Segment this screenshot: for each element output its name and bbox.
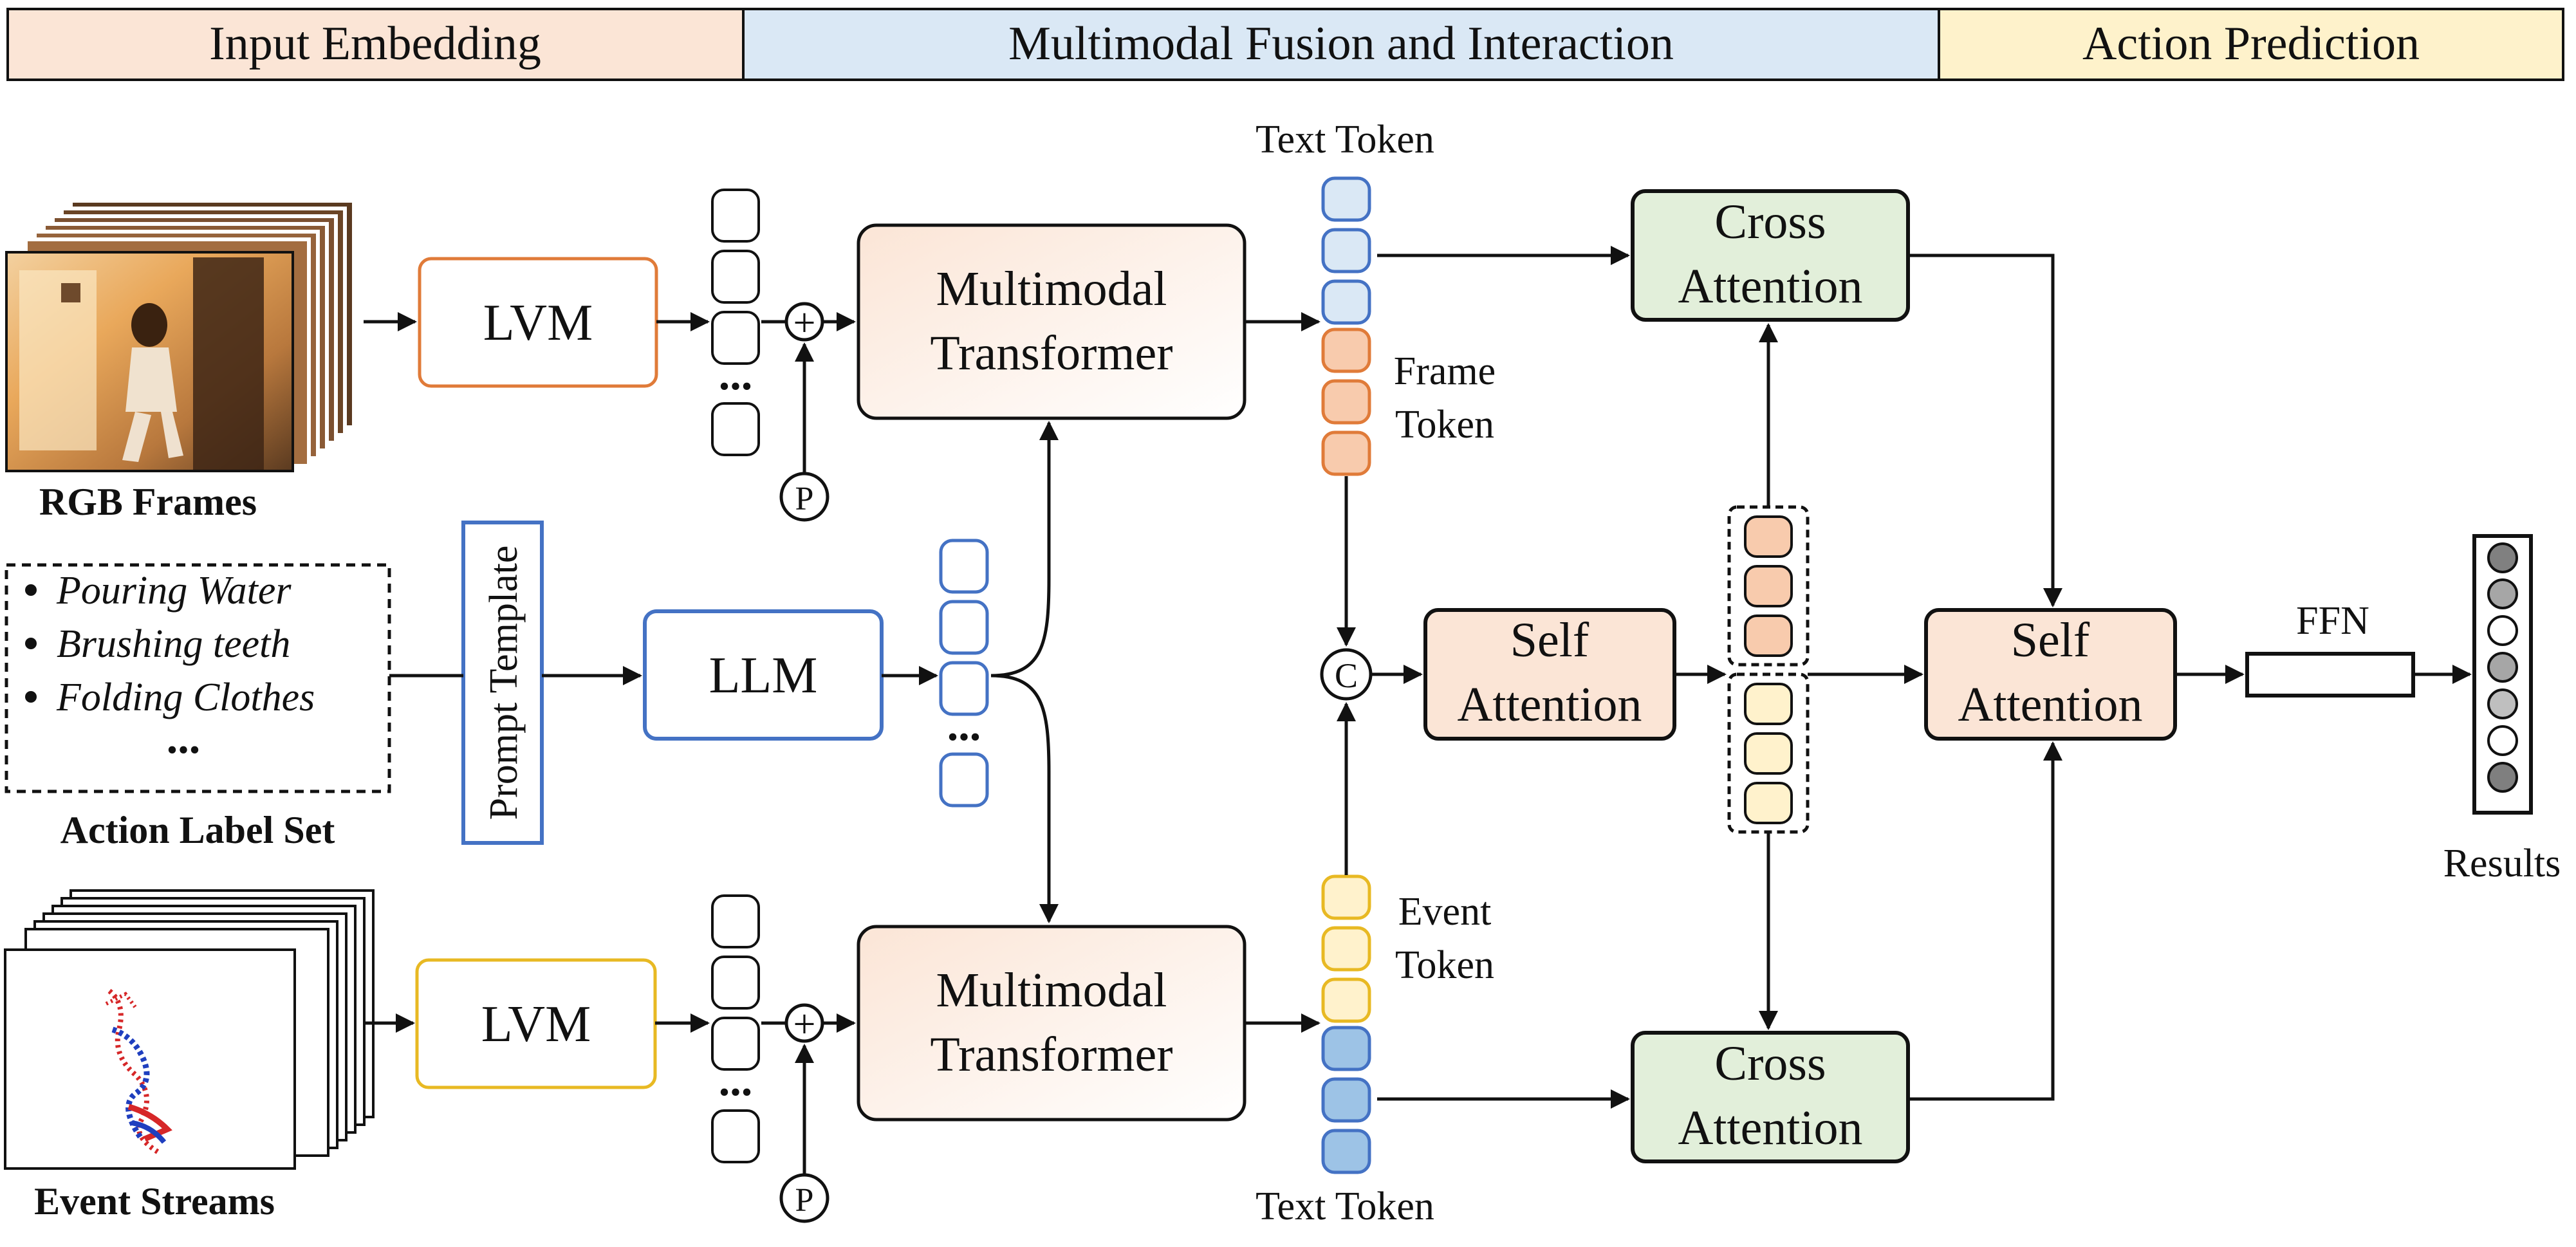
results-vector: [2472, 534, 2533, 815]
cross-attention-top-line1: Cross: [1714, 195, 1826, 249]
action-label-set: Pouring Water Brushing teeth Folding Clo…: [5, 563, 391, 793]
self-attention-final-line1: Self: [2011, 613, 2090, 667]
label-item-2: Brushing teeth: [57, 622, 290, 666]
pos-symbol-bottom: P: [795, 1182, 814, 1219]
fused-frame-tokens: [1727, 505, 1810, 667]
results-label: Results: [2443, 842, 2561, 885]
rgb-tokens-ellipsis: ...: [719, 350, 753, 400]
label-item-3: Folding Clothes: [56, 676, 315, 719]
prompt-template-box: Prompt Template: [461, 521, 544, 845]
event-token-label-line1: Event: [1398, 890, 1492, 934]
multimodal-transformer-bottom: Multimodal Transformer: [857, 925, 1246, 1122]
rgb-frame-image: [5, 251, 294, 472]
text-feature-tokens: ...: [939, 539, 989, 808]
transformer-bottom-line2: Transformer: [930, 1028, 1172, 1082]
header-section-input-embedding: [6, 8, 745, 81]
ffn-box: [2245, 652, 2415, 697]
lvm-top-label: LVM: [483, 295, 593, 351]
header-section-fusion: [742, 8, 1940, 81]
frame-token-label-line1: Frame: [1394, 349, 1496, 393]
cross-attention-bottom: Cross Attention: [1631, 1031, 1910, 1163]
cross-attention-bottom-line1: Cross: [1714, 1037, 1826, 1091]
cross-attention-top-line2: Attention: [1678, 259, 1862, 313]
multimodal-transformer-top: Multimodal Transformer: [857, 223, 1246, 420]
fused-event-tokens: [1727, 672, 1810, 834]
concat-symbol: C: [1335, 656, 1358, 695]
event-streams-caption: Event Streams: [34, 1180, 275, 1223]
self-attention-mid: Self Attention: [1423, 608, 1676, 741]
label-more-ellipsis: ...: [167, 714, 201, 763]
text-tokens-top: [1321, 176, 1371, 325]
event-streams-stack: [4, 889, 375, 1170]
frame-tokens: [1321, 328, 1371, 476]
prompt-template-label: Prompt Template: [482, 546, 526, 820]
rgb-feature-tokens: ...: [711, 189, 760, 456]
lvm-top-box: LVM: [418, 257, 658, 388]
llm-label: LLM: [709, 647, 818, 704]
self-attention-mid-line2: Attention: [1457, 678, 1642, 732]
header-label-fusion: Multimodal Fusion and Interaction: [1008, 17, 1674, 70]
header-label-input-embedding: Input Embedding: [209, 17, 541, 70]
text-tokens-ellipsis: ...: [947, 701, 981, 750]
pos-embed-top: P: [779, 472, 829, 522]
connectors: [364, 246, 2472, 1175]
add-op-top: +: [784, 301, 824, 345]
event-tokens: [1321, 874, 1371, 1023]
self-attention-mid-line1: Self: [1510, 613, 1589, 667]
add-op-bottom: +: [784, 1002, 824, 1046]
rgb-frames-stack: [5, 199, 356, 472]
transformer-bottom-line1: Multimodal: [936, 963, 1167, 1017]
header-bar: Input Embedding Multimodal Fusion and In…: [6, 8, 2564, 81]
transformer-top-line2: Transformer: [930, 326, 1172, 380]
rgb-frames-caption: RGB Frames: [39, 481, 257, 523]
cross-attention-top: Cross Attention: [1631, 189, 1910, 322]
event-tokens-ellipsis: ...: [719, 1056, 753, 1105]
header-section-prediction: [1938, 8, 2564, 81]
text-tokens-bottom: [1321, 1026, 1371, 1174]
event-feature-tokens: ...: [711, 894, 760, 1163]
pos-symbol-top: P: [795, 481, 814, 517]
pos-embed-bottom: P: [779, 1173, 829, 1223]
lvm-bottom-label: LVM: [481, 996, 591, 1053]
header-label-prediction: Action Prediction: [2082, 17, 2420, 70]
event-token-label-line2: Token: [1395, 943, 1494, 987]
ffn-label: FFN: [2296, 599, 2369, 643]
add-symbol-top: +: [793, 301, 816, 345]
frame-token-label-line2: Token: [1395, 403, 1494, 447]
cross-attention-bottom-line2: Attention: [1678, 1101, 1862, 1155]
action-label-set-caption: Action Label Set: [60, 809, 335, 851]
lvm-bottom-box: LVM: [415, 958, 657, 1089]
text-token-top-label: Text Token: [1256, 118, 1434, 162]
text-token-bottom-label: Text Token: [1256, 1185, 1434, 1228]
add-symbol-bottom: +: [793, 1002, 816, 1046]
llm-box: LLM: [643, 609, 884, 741]
self-attention-final: Self Attention: [1924, 608, 2177, 741]
transformer-top-line1: Multimodal: [936, 262, 1167, 316]
label-item-1: Pouring Water: [56, 569, 292, 613]
event-frame-image: [4, 948, 296, 1170]
concat-op: C: [1320, 648, 1373, 701]
self-attention-final-line2: Attention: [1958, 678, 2142, 732]
